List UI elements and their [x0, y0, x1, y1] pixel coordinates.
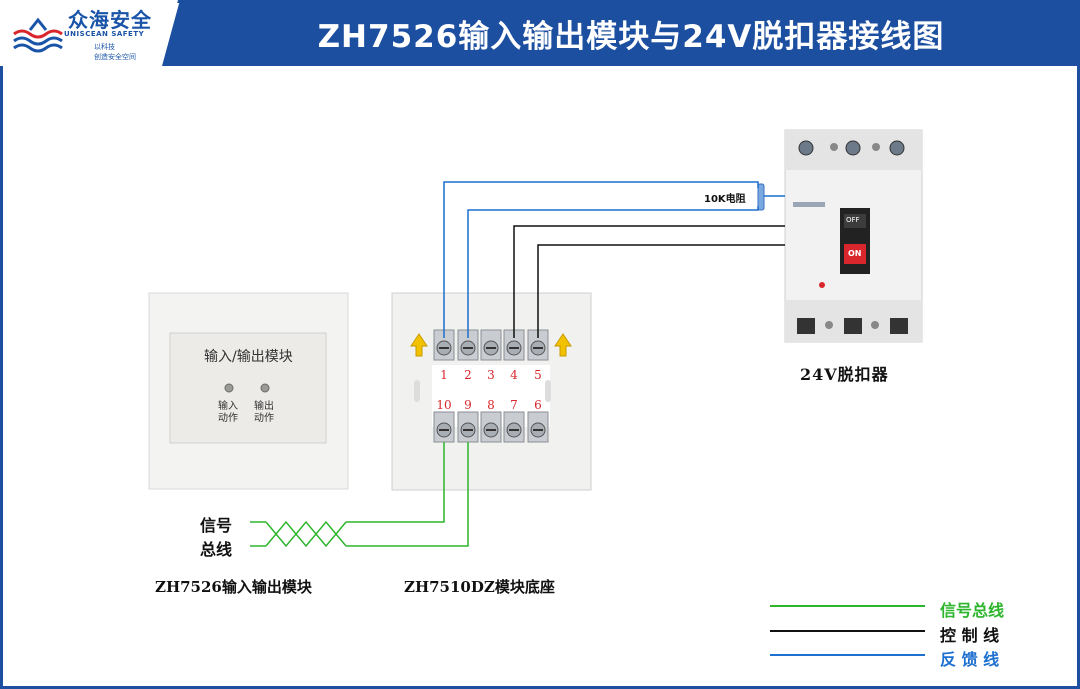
- terminal-number: 6: [534, 398, 542, 412]
- module-panel-title: 输入/输出模块: [204, 349, 293, 365]
- terminal-screw-icon: [480, 329, 502, 361]
- logo-wave-icon: [13, 17, 63, 53]
- terminal-number: 4: [510, 368, 518, 382]
- terminal-number: 3: [487, 368, 495, 382]
- module-caption: ZH7526输入输出模块: [155, 578, 312, 596]
- terminal-screw-icon: [503, 329, 525, 361]
- signal-bus-wires: [250, 442, 469, 548]
- terminal-number: 2: [464, 368, 472, 382]
- legend-feedback-line: 反 馈 线: [940, 650, 1000, 669]
- led-output-label-1: 输出: [254, 401, 274, 412]
- led-output-icon: [260, 383, 270, 393]
- terminal-screw-icon: [503, 411, 525, 443]
- led-input-label-2: 动作: [218, 413, 238, 424]
- legend-control-line: 控 制 线: [940, 626, 1000, 645]
- signal-bus-label-1: 信号: [200, 516, 233, 535]
- led-input-icon: [224, 383, 234, 393]
- terminal-number: 8: [487, 398, 495, 412]
- logo-name: 众海安全: [68, 8, 152, 32]
- breaker-caption: 24V脱扣器: [800, 365, 889, 384]
- resistor-label: 10K电阻: [704, 194, 746, 205]
- io-module-panel: [148, 292, 349, 490]
- terminal-screw-icon: [480, 411, 502, 443]
- base-caption: ZH7510DZ模块底座: [404, 578, 555, 596]
- resistor-icon: [757, 183, 765, 211]
- terminal-screw-icon: [433, 411, 455, 443]
- terminal-number: 10: [436, 398, 452, 412]
- led-input-label-1: 输入: [218, 401, 238, 412]
- header-bar: 众海安全 UNISCEAN SAFETY 以科技 创造安全空间 ZH7526输入…: [0, 0, 1080, 66]
- logo-english: UNISCEAN SAFETY: [64, 30, 145, 38]
- logo-slogan-1: 以科技: [94, 43, 115, 51]
- led-output-label-2: 动作: [254, 413, 274, 424]
- legend-lines: [770, 605, 925, 656]
- breaker-24v: [784, 129, 923, 343]
- module-base: [391, 292, 592, 491]
- terminal-number: 5: [534, 368, 542, 382]
- breaker-switch-on: ON: [848, 249, 862, 258]
- control-wires: [513, 225, 785, 338]
- page-title: ZH7526输入输出模块与24V脱扣器接线图: [317, 18, 945, 55]
- header-background: [0, 0, 1080, 66]
- logo-slogan-2: 创造安全空间: [94, 53, 136, 61]
- arrow-up-icon: [554, 333, 572, 357]
- terminal-screw-icon: [527, 329, 549, 361]
- arrow-up-icon: [410, 333, 428, 357]
- breaker-switch-off: OFF: [846, 216, 860, 224]
- terminal-screw-icon: [527, 411, 549, 443]
- signal-bus-label-2: 总线: [200, 540, 233, 559]
- terminal-screw-icon: [457, 411, 479, 443]
- terminal-screw-icon: [433, 329, 455, 361]
- legend-signal-bus: 信号总线: [940, 601, 1005, 620]
- feedback-wires: [443, 181, 785, 338]
- logo: 众海安全 UNISCEAN SAFETY 以科技 创造安全空间: [0, 0, 178, 66]
- terminal-number: 9: [464, 398, 472, 412]
- terminal-number: 1: [440, 368, 448, 382]
- terminal-number: 7: [510, 398, 518, 412]
